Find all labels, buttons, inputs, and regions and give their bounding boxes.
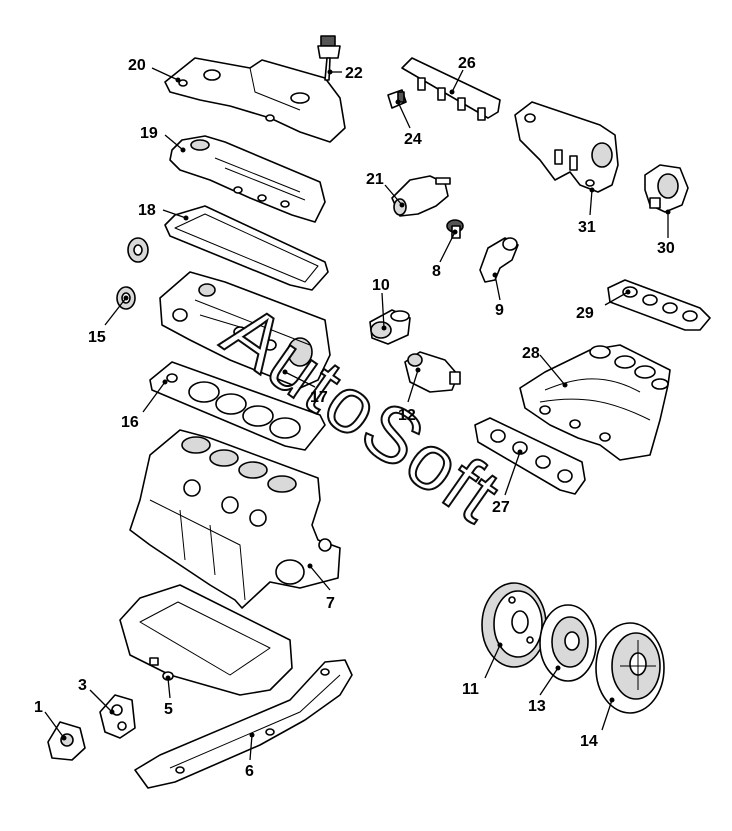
- throttle-body-part: [644, 164, 689, 213]
- label-part-21: 21: [366, 171, 384, 188]
- flywheel-part: [481, 582, 547, 668]
- label-part-15: 15: [88, 329, 106, 346]
- crossmember-part: [134, 659, 353, 789]
- label-part-20: 20: [128, 57, 146, 74]
- oil-filler-sensor-part: [317, 35, 341, 81]
- oil-pan-part: [119, 584, 293, 696]
- label-part-27: 27: [492, 499, 510, 516]
- label-part-7: 7: [326, 595, 335, 612]
- label-part-16: 16: [121, 414, 139, 431]
- cam-sprocket-part: [127, 237, 149, 263]
- label-part-14: 14: [580, 733, 598, 750]
- intake-manifold-28-part: [519, 344, 671, 461]
- pressure-plate-part: [595, 622, 665, 714]
- fuel-rail-part: [401, 57, 501, 121]
- label-part-9: 9: [495, 302, 504, 319]
- oil-filter-part: [369, 309, 411, 345]
- manifold-gasket-29-part: [607, 279, 711, 331]
- component-12-part: [404, 351, 461, 393]
- label-part-17: 17: [310, 389, 328, 406]
- thermostat-housing-part: [391, 175, 451, 217]
- label-part-22: 22: [345, 65, 363, 82]
- label-part-5: 5: [164, 701, 173, 718]
- cylinder-head-part: [159, 271, 331, 389]
- label-part-13: 13: [528, 698, 546, 715]
- bracket-3-part: [99, 694, 136, 739]
- water-outlet-part: [479, 237, 519, 283]
- part-number-labels: 20 19 18 22 26 24 21 31 30 8 9 10 15 29 …: [34, 55, 675, 780]
- label-part-31: 31: [578, 219, 596, 236]
- label-part-24: 24: [404, 131, 422, 148]
- label-part-3: 3: [78, 677, 87, 694]
- clutch-disc-part: [539, 604, 597, 682]
- label-part-10: 10: [372, 277, 390, 294]
- label-part-29: 29: [576, 305, 594, 322]
- label-part-11: 11: [462, 681, 479, 698]
- label-part-26: 26: [458, 55, 476, 72]
- valve-cover-gasket-part: [164, 205, 329, 291]
- leader-dots: [61, 69, 671, 741]
- engine-cover-part: [164, 57, 346, 143]
- leader-lines: [44, 67, 669, 761]
- label-part-8: 8: [432, 263, 441, 280]
- engine-mount-1-part: [47, 721, 86, 761]
- label-part-18: 18: [138, 202, 156, 219]
- head-gasket-part: [149, 361, 326, 451]
- label-part-6: 6: [245, 763, 254, 780]
- sensor-24-part: [387, 89, 407, 109]
- label-part-1: 1: [34, 699, 43, 716]
- intake-manifold-upper-part: [514, 101, 619, 193]
- label-part-30: 30: [657, 240, 675, 257]
- plug-8-part: [446, 219, 464, 239]
- label-part-19: 19: [140, 125, 158, 142]
- label-part-28: 28: [522, 345, 540, 362]
- valve-cover-part: [169, 135, 326, 223]
- engine-block-part: [129, 429, 341, 609]
- label-part-12: 12: [398, 407, 416, 424]
